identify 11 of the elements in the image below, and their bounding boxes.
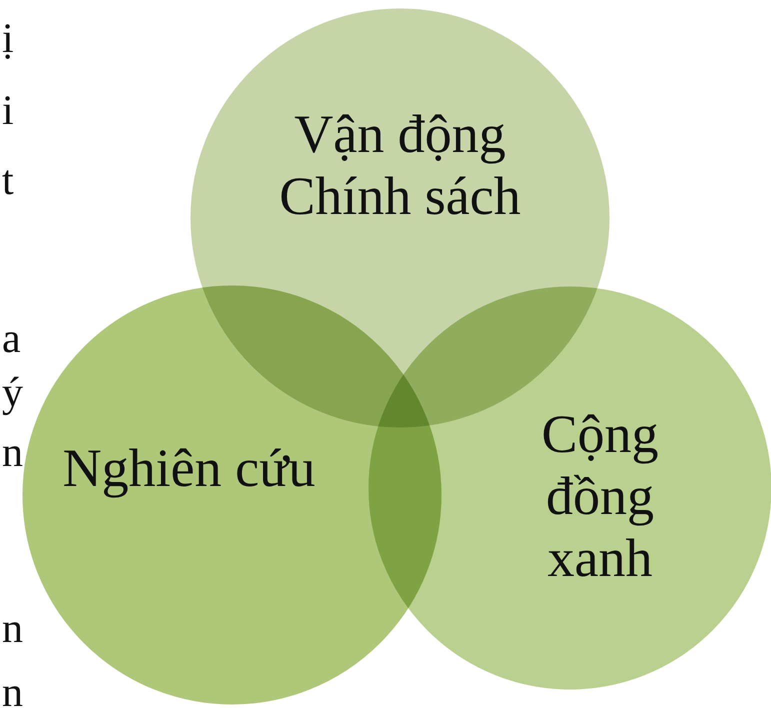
cropped-text-fragment: i bbox=[2, 90, 14, 132]
circle-label: Nghiên cứu bbox=[62, 437, 316, 499]
cropped-text-fragment: a bbox=[2, 318, 21, 360]
cropped-text-fragment: ị bbox=[2, 18, 14, 60]
cropped-text-fragment: n bbox=[2, 432, 23, 474]
cropped-text-fragment: t bbox=[2, 160, 14, 202]
circle-label: Cộng đồng xanh bbox=[540, 403, 660, 589]
cropped-text-fragment: n bbox=[2, 608, 23, 650]
circle-label: Vận động Chính sách bbox=[278, 103, 522, 227]
cropped-text-fragment: ý bbox=[2, 372, 23, 414]
cropped-text-fragment: n bbox=[2, 672, 23, 708]
